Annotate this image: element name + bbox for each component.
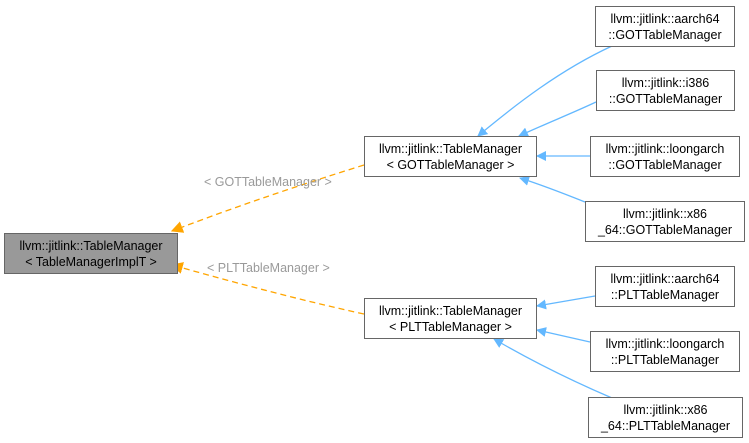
node-table-manager-got[interactable]: llvm::jitlink::TableManager < GOTTableMa… [364,136,537,177]
node-line-1: llvm::jitlink::TableManager [378,141,523,156]
node-x86-64-got-table-manager[interactable]: llvm::jitlink::x86 _64::GOTTableManager [585,201,745,242]
node-line-2: ::PLTTableManager [610,352,720,367]
node-loongarch-got-table-manager[interactable]: llvm::jitlink::loongarch ::GOTTableManag… [590,136,740,177]
node-line-1: llvm::jitlink::x86 [623,402,708,417]
edge-plt-aarch64-to-plt-manager [536,295,596,310]
node-aarch64-got-table-manager[interactable]: llvm::jitlink::aarch64 ::GOTTableManager [595,6,735,47]
got-template-edge-label: < GOTTableManager > [204,175,332,189]
node-line-1: llvm::jitlink::loongarch [605,336,725,351]
node-line-2: ::GOTTableManager [608,27,722,42]
node-line-2: _64::PLTTableManager [600,418,731,433]
edge-got-manager-to-root [170,164,365,233]
node-line-2: ::GOTTableManager [608,91,723,106]
node-line-2: ::GOTTableManager [608,157,722,172]
node-table-manager-impl[interactable]: llvm::jitlink::TableManager < TableManag… [4,233,178,274]
node-line-1: llvm::jitlink::TableManager [378,303,523,318]
node-line-1: llvm::jitlink::aarch64 [610,271,720,286]
node-line-2: < GOTTableManager > [386,157,515,172]
node-line-2: < PLTTableManager > [389,319,512,334]
node-line-1: llvm::jitlink::TableManager [19,238,163,253]
node-table-manager-plt[interactable]: llvm::jitlink::TableManager < PLTTableMa… [364,298,537,339]
edge-got-x86-64-to-got-manager [519,175,586,203]
node-x86-64-plt-table-manager[interactable]: llvm::jitlink::x86 _64::PLTTableManager [588,397,743,438]
plt-template-edge-label: < PLTTableManager > [207,261,330,275]
node-line-2: ::PLTTableManager [610,287,720,302]
node-line-2: < TableManagerImplT > [25,254,157,269]
node-loongarch-plt-table-manager[interactable]: llvm::jitlink::loongarch ::PLTTableManag… [590,331,740,372]
edge-plt-loongarch-to-plt-manager [536,327,591,343]
node-line-1: llvm::jitlink::aarch64 [610,11,720,26]
node-line-1: llvm::jitlink::loongarch [605,141,725,156]
node-aarch64-plt-table-manager[interactable]: llvm::jitlink::aarch64 ::PLTTableManager [595,266,735,307]
node-line-2: _64::GOTTableManager [597,222,733,237]
node-line-1: llvm::jitlink::i386 [621,75,710,90]
edge-got-i386-to-got-manager [518,101,597,137]
edge-plt-manager-to-root [170,262,365,315]
edge-plt-x86-64-to-plt-manager [493,338,613,399]
node-i386-got-table-manager[interactable]: llvm::jitlink::i386 ::GOTTableManager [596,70,735,111]
edge-got-aarch64-to-got-manager [477,45,613,137]
node-line-1: llvm::jitlink::x86 [622,206,708,221]
